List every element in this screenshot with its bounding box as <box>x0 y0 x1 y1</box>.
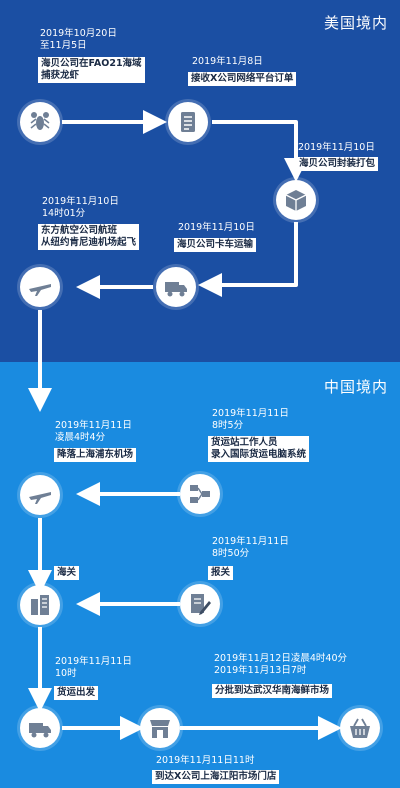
truck-icon <box>29 723 51 738</box>
step10-label-line1: 货运出发 <box>57 687 96 698</box>
step6-node <box>20 475 60 515</box>
step2-node <box>168 102 208 142</box>
step12-date-line2: 2019年11月13日7时 <box>214 665 307 676</box>
step1-label: 海贝公司在FAO21海域 捕获龙虾 <box>38 57 145 83</box>
step10-node <box>20 708 60 748</box>
step10-date: 2019年11月11日 10时 <box>55 656 132 680</box>
step11-date: 2019年11月11日11时 <box>156 755 254 767</box>
step11-label-line1: 到达X公司上海江阳市场门店 <box>155 771 277 782</box>
step6-date-line2: 凌晨4时4分 <box>55 432 106 443</box>
step7-date-line2: 8时5分 <box>212 420 244 431</box>
step1-label-line1: 海贝公司在FAO21海域 <box>41 58 142 69</box>
step4-node <box>156 267 196 307</box>
basket-icon <box>350 718 370 738</box>
package-icon <box>285 190 307 211</box>
lobster-icon <box>30 112 50 130</box>
step3-node <box>276 180 316 220</box>
step3-label-line1: 海贝公司封装打包 <box>299 158 376 169</box>
step9-date: 2019年11月11日 8时50分 <box>212 536 289 560</box>
building-icon <box>31 595 49 615</box>
step1-date-line2: 至11月5日 <box>40 40 87 51</box>
step6-label-line1: 降落上海浦东机场 <box>57 449 134 460</box>
step2-date-line1: 2019年11月8日 <box>192 56 263 67</box>
order-list-icon <box>181 112 195 132</box>
step12-date-line1: 2019年11月12日凌晨4时40分 <box>214 653 347 664</box>
document-pen-icon <box>191 594 211 615</box>
step11-date-line1: 2019年11月11日11时 <box>156 755 255 766</box>
step3-date: 2019年11月10日 <box>298 142 375 154</box>
step12-node <box>340 708 380 748</box>
step3-label: 海贝公司封装打包 <box>296 157 379 171</box>
step1-label-line2: 捕获龙虾 <box>41 70 80 81</box>
arrow-s3-s4 <box>198 222 298 297</box>
step5-date-line1: 2019年11月10日 <box>42 196 119 207</box>
step9-date-line1: 2019年11月11日 <box>212 536 289 547</box>
step11-node <box>140 708 180 748</box>
step6-date: 2019年11月11日 凌晨4时4分 <box>55 420 132 444</box>
step8-node <box>20 585 60 625</box>
step5-label-line1: 东方航空公司航班 <box>41 225 118 236</box>
step9-node <box>180 584 220 624</box>
step7-label: 货运站工作人员 录入国际货运电脑系统 <box>208 436 310 462</box>
step4-label-line1: 海贝公司卡车运输 <box>177 239 254 250</box>
step11-label: 到达X公司上海江阳市场门店 <box>152 770 280 784</box>
step5-label-line2: 从纽约肯尼迪机场起飞 <box>41 237 137 248</box>
step7-node <box>180 474 220 514</box>
step7-label-line1: 货运站工作人员 <box>211 437 278 448</box>
step5-date-line2: 14时01分 <box>42 208 86 219</box>
step1-date-line1: 2019年10月20日 <box>40 28 117 39</box>
step3-date-line1: 2019年11月10日 <box>298 142 375 153</box>
truck-icon <box>165 282 187 297</box>
step7-date: 2019年11月11日 8时5分 <box>212 408 289 432</box>
step2-label: 接收X公司网络平台订单 <box>188 72 297 86</box>
china-region-title: 中国境内 <box>323 378 388 396</box>
step5-label: 东方航空公司航班 从纽约肯尼迪机场起飞 <box>38 224 140 250</box>
network-icon <box>190 485 210 503</box>
step9-label: 报关 <box>208 566 234 580</box>
step1-node <box>20 102 60 142</box>
step10-date-line2: 10时 <box>55 668 77 679</box>
step8-label-line1: 海关 <box>57 567 77 578</box>
airplane-icon <box>29 284 51 296</box>
step8-label: 海关 <box>54 566 80 580</box>
us-region-title: 美国境内 <box>323 14 388 32</box>
step10-label: 货运出发 <box>54 686 99 700</box>
step1-date: 2019年10月20日 至11月5日 <box>40 28 117 52</box>
step7-label-line2: 录入国际货运电脑系统 <box>211 449 307 460</box>
step12-label-line1: 分批到达武汉华南海鲜市场 <box>215 685 330 696</box>
step9-label-line1: 报关 <box>211 567 231 578</box>
step5-node <box>20 267 60 307</box>
step4-date-line1: 2019年11月10日 <box>178 222 255 233</box>
airplane-icon <box>29 492 51 504</box>
step4-date: 2019年11月10日 <box>178 222 255 234</box>
store-icon <box>150 720 170 738</box>
step4-label: 海贝公司卡车运输 <box>174 238 257 252</box>
step2-date: 2019年11月8日 <box>192 56 263 68</box>
step10-date-line1: 2019年11月11日 <box>55 656 132 667</box>
step2-label-line1: 接收X公司网络平台订单 <box>191 73 294 84</box>
step5-date: 2019年11月10日 14时01分 <box>42 196 119 220</box>
step9-date-line2: 8时50分 <box>212 548 250 559</box>
step12-label: 分批到达武汉华南海鲜市场 <box>212 684 333 698</box>
step12-date: 2019年11月12日凌晨4时40分 2019年11月13日7时 <box>214 653 347 677</box>
step6-label: 降落上海浦东机场 <box>54 448 137 462</box>
step7-date-line1: 2019年11月11日 <box>212 408 289 419</box>
step6-date-line1: 2019年11月11日 <box>55 420 132 431</box>
arrow-s2-s3 <box>212 120 308 182</box>
